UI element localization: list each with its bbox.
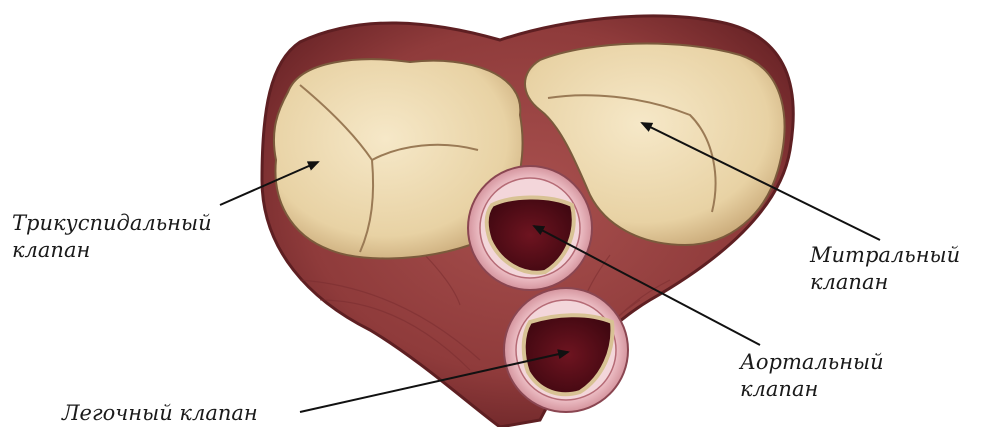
tricuspid-label-line2: клапан: [12, 237, 212, 264]
aortic-valve: [468, 166, 592, 290]
pulmonary-valve-label: Легочный клапан: [62, 400, 258, 427]
mitral-label-line1: Митральный: [810, 242, 960, 269]
pulmonary-label-line1: Легочный клапан: [62, 400, 258, 427]
tricuspid-label-line1: Трикуспидальный: [12, 210, 212, 237]
pulmonary-valve: [504, 288, 628, 412]
mitral-valve-label: Митральный клапан: [810, 242, 960, 296]
tricuspid-valve-label: Трикуспидальный клапан: [12, 210, 212, 264]
mitral-label-line2: клапан: [810, 269, 960, 296]
aortic-label-line2: клапан: [740, 376, 884, 403]
aortic-label-line1: Аортальный: [740, 349, 884, 376]
aortic-valve-label: Аортальный клапан: [740, 349, 884, 403]
